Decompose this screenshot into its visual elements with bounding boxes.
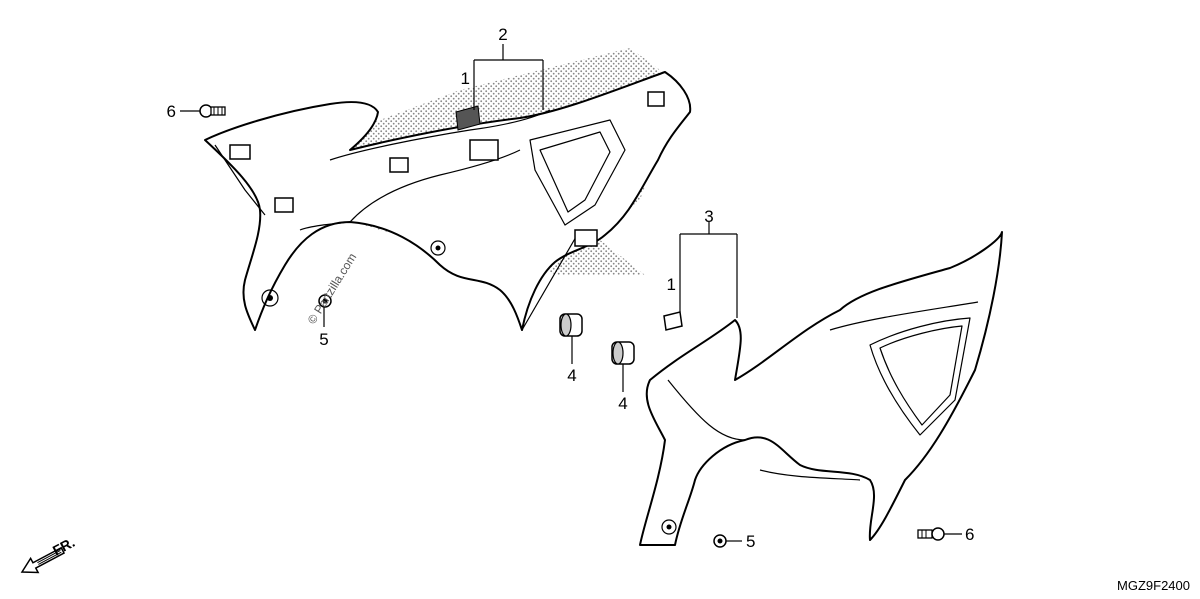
right-nut bbox=[713, 534, 727, 548]
grommet-a bbox=[559, 313, 583, 337]
callout-grommet-b: 4 bbox=[618, 394, 627, 413]
leader-lines bbox=[180, 44, 962, 542]
grommet-b bbox=[611, 341, 635, 365]
callout-right-emblem: 1 bbox=[667, 275, 676, 294]
watermark: © Partzilla.com bbox=[305, 251, 360, 327]
right-bolt bbox=[917, 527, 945, 541]
left-emblem bbox=[455, 105, 481, 131]
right-side-cover bbox=[639, 231, 1003, 546]
right-emblem bbox=[663, 311, 683, 331]
callout-right-cover: 3 bbox=[704, 207, 713, 226]
callout-left-nut: 5 bbox=[319, 330, 328, 349]
callout-left-bolt: 6 bbox=[167, 102, 176, 121]
left-bolt bbox=[199, 104, 226, 118]
left-side-cover bbox=[204, 71, 692, 331]
callout-grommet-a: 4 bbox=[567, 366, 576, 385]
callout-right-bolt: 6 bbox=[965, 525, 974, 544]
diagram-code: MGZ9F2400 bbox=[1117, 578, 1190, 593]
left-nut bbox=[318, 294, 332, 308]
front-direction-arrow bbox=[20, 546, 66, 574]
callout-right-nut: 5 bbox=[746, 532, 755, 551]
callout-left-cover: 2 bbox=[498, 25, 507, 44]
callout-left-emblem: 1 bbox=[461, 69, 470, 88]
